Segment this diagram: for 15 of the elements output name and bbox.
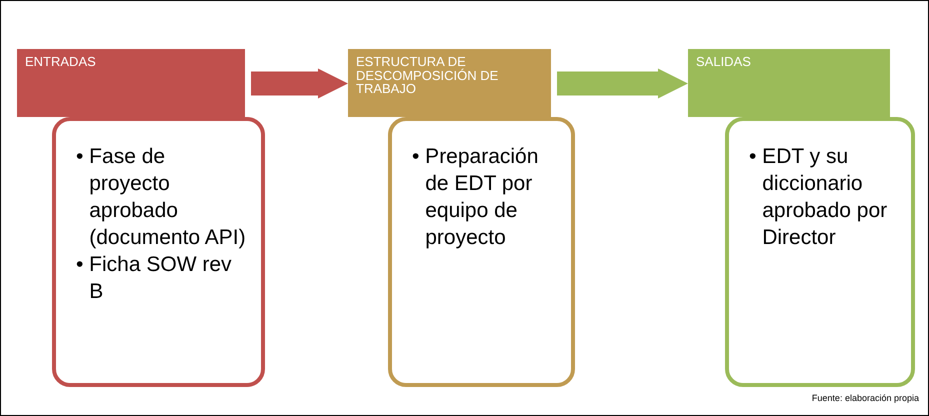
bullet-item: • Fase de proyecto aprobado (documento API) — [76, 144, 247, 251]
header-text: ENTRADAS — [25, 55, 97, 69]
header-bar — [688, 49, 890, 117]
header-bar — [17, 49, 245, 117]
content-card — [52, 117, 265, 387]
header-text: SALIDAS — [696, 55, 752, 69]
bullet-item: • Preparación de EDT por equipo de proyecto — [412, 144, 540, 251]
header-bar — [348, 49, 551, 117]
content-card — [725, 117, 915, 387]
bullet-item: • EDT y su diccionario aprobado por Director — [749, 144, 888, 251]
block-arrow — [557, 68, 688, 98]
block-arrow — [251, 68, 348, 98]
content-card — [388, 117, 575, 387]
bullet-item: • Ficha SOW rev B — [76, 252, 233, 305]
header-text: ESTRUCTURA DE DESCOMPOSICIÓN DE TRABAJO — [356, 55, 500, 96]
